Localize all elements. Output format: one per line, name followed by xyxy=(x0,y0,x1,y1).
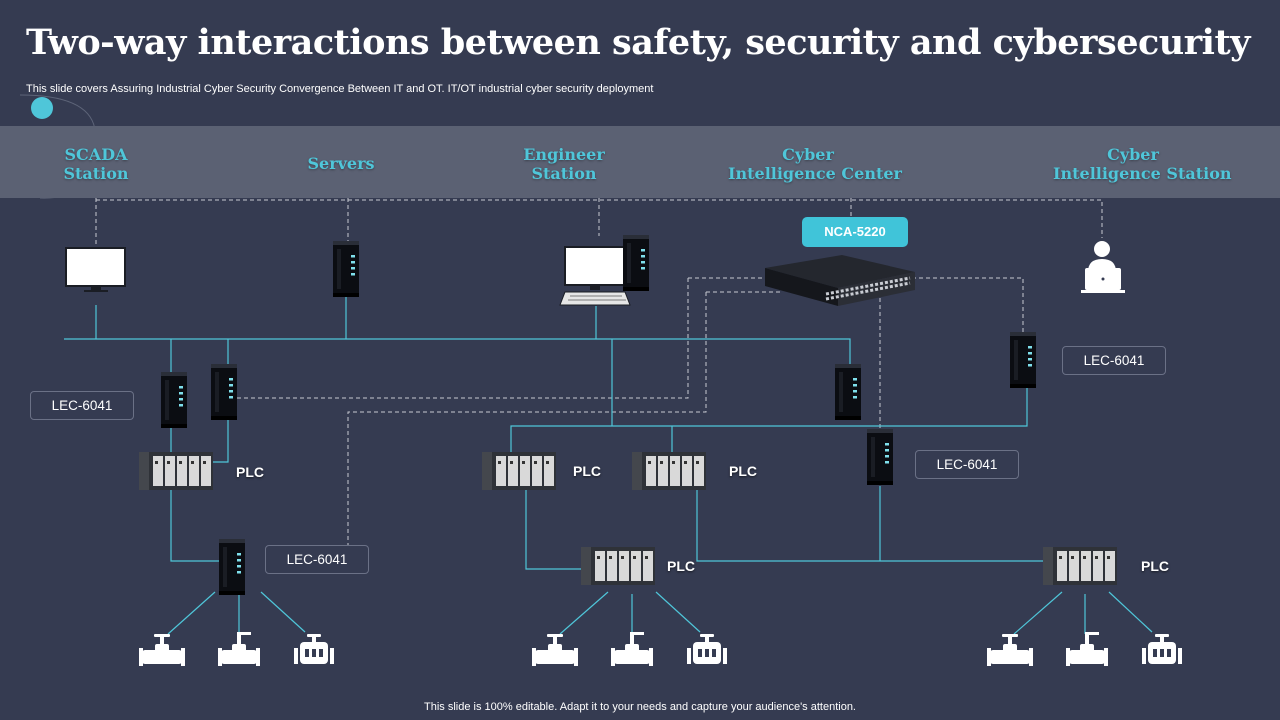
valve-icon xyxy=(611,632,653,666)
plc-label: PLC xyxy=(573,463,601,479)
network-switch-icon xyxy=(765,255,915,306)
server-tower-icon xyxy=(1010,332,1036,388)
valve-icon xyxy=(1142,634,1182,664)
station-servers: Servers xyxy=(307,154,375,173)
plc-module-icon xyxy=(581,547,655,585)
monitor-icon xyxy=(65,247,126,292)
valve-icon xyxy=(1066,632,1108,666)
plc-module-icon xyxy=(1043,547,1117,585)
user-laptop-icon xyxy=(1081,241,1125,293)
server-tower-icon xyxy=(867,429,893,485)
accent-dot xyxy=(31,97,53,119)
server-tower-icon xyxy=(835,364,861,420)
lec-label-bottom-left: LEC-6041 xyxy=(265,545,369,574)
nca-label: NCA-5220 xyxy=(802,217,908,247)
server-tower-icon xyxy=(219,539,245,595)
plc-module-icon xyxy=(482,452,556,490)
plc-label: PLC xyxy=(1141,558,1169,574)
lec-label-right-upper: LEC-6041 xyxy=(1062,346,1166,375)
plc-module-icon xyxy=(632,452,706,490)
valve-icon xyxy=(532,634,578,666)
valve-icon xyxy=(218,632,260,666)
server-tower-icon xyxy=(333,241,359,297)
plc-label: PLC xyxy=(729,463,757,479)
valve-icon xyxy=(294,634,334,664)
lec-label-left: LEC-6041 xyxy=(30,391,134,420)
plc-label: PLC xyxy=(236,464,264,480)
station-band xyxy=(0,126,1280,198)
plc-module-icon xyxy=(139,452,213,490)
plc-label: PLC xyxy=(667,558,695,574)
workstation-icon xyxy=(559,235,649,306)
lec-label-right-lower: LEC-6041 xyxy=(915,450,1019,479)
valve-icon xyxy=(687,634,727,664)
valve-icon xyxy=(139,634,185,666)
server-tower-icon xyxy=(211,364,237,420)
page-subtitle: This slide covers Assuring Industrial Cy… xyxy=(26,83,654,95)
page-title: Two-way interactions between safety, sec… xyxy=(26,22,1250,63)
server-tower-icon xyxy=(161,372,187,428)
valve-icon xyxy=(987,634,1033,666)
footer-note: This slide is 100% editable. Adapt it to… xyxy=(424,701,856,713)
